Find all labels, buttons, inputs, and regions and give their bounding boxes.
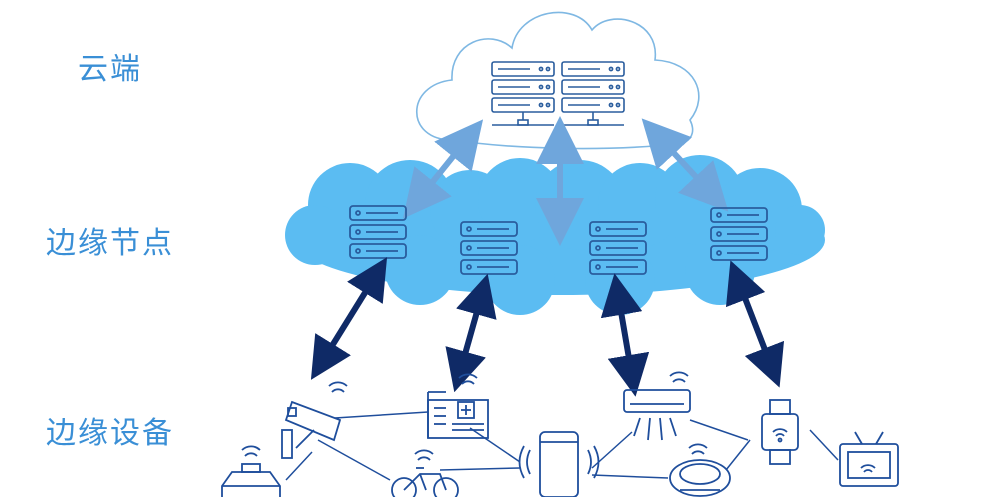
cloud-edge-arrows [402, 116, 729, 246]
hospital-building-icon [427, 373, 489, 439]
cloud-label: 云端 [78, 52, 142, 87]
phone-icon [518, 431, 600, 497]
edge-server-4 [710, 207, 768, 261]
cloud-outline [416, 11, 700, 150]
cctv-camera-icon [281, 381, 348, 459]
server-rack-left [491, 61, 555, 126]
edge-nodes-label: 边缘节点 [46, 226, 174, 261]
air-conditioner-icon [623, 371, 691, 441]
edge-server-1 [349, 205, 407, 259]
device-links [285, 411, 839, 481]
edge-devices-label: 边缘设备 [46, 416, 174, 451]
robot-vacuum-icon [669, 443, 731, 497]
bicycle-icon [391, 449, 459, 497]
smart-tv-icon [839, 431, 899, 487]
smartwatch-icon [761, 399, 799, 465]
taxi-icon [221, 445, 281, 497]
edge-server-2 [460, 221, 518, 275]
edge-server-3 [589, 221, 647, 275]
edge-device-arrows [310, 257, 785, 397]
